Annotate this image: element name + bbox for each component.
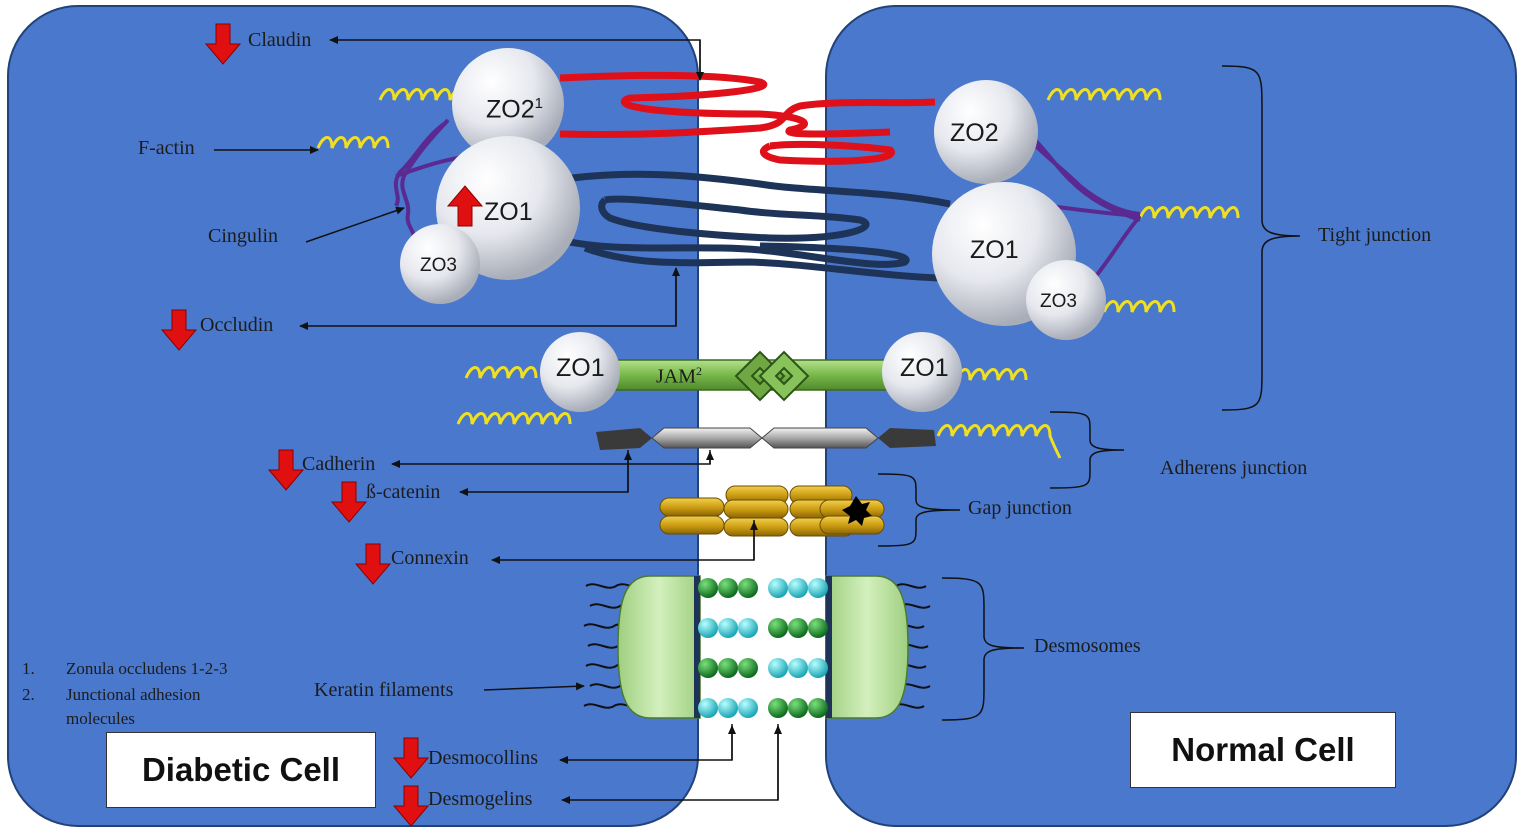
normal-cell-label: Normal Cell — [1130, 712, 1396, 788]
zo3-left-label: ZO3 — [420, 255, 457, 276]
connexin-down-arrow — [354, 543, 392, 585]
f-actin-label: F-actin — [138, 137, 195, 159]
beta-catenin-label: ß-catenin — [366, 481, 441, 503]
desmogelins-down-arrow — [392, 785, 430, 827]
jam-complex — [540, 332, 962, 412]
f-actin-filaments — [316, 88, 1240, 459]
zo2-right-label: ZO2 — [950, 119, 999, 147]
zo2-ball-right — [934, 80, 1038, 184]
normal-cell — [825, 5, 1517, 827]
desmosomes-label: Desmosomes — [1034, 635, 1141, 657]
desmosomes-bracket — [941, 577, 1025, 721]
desmosome-complex — [583, 575, 931, 719]
zo3-right-label: ZO3 — [1040, 291, 1077, 312]
cadherin-down-arrow — [267, 449, 305, 491]
occludin-down-arrow — [160, 309, 198, 351]
footnote-2-text-cont: molecules — [66, 709, 135, 728]
desmosome-plaque-left — [617, 575, 701, 719]
gap-junction-channels — [659, 485, 885, 537]
zo2-ball-left — [452, 48, 564, 160]
tight-junction-bracket — [1221, 65, 1301, 411]
adherens-junction-bracket — [1049, 411, 1125, 489]
regulation-arrows — [160, 23, 484, 827]
cadherin-label: Cadherin — [302, 453, 376, 475]
desmocollins-label: Desmocollins — [428, 747, 538, 769]
junction-brackets — [877, 65, 1301, 721]
zo3-ball-right — [1026, 260, 1106, 340]
desmocollins-down-arrow — [392, 737, 430, 779]
claudin-label: Claudin — [248, 29, 312, 51]
adherens-junction-label: Adherens junction — [1160, 457, 1308, 479]
desmosome-beads — [698, 578, 828, 718]
claudin-strands — [559, 71, 936, 165]
zo3-ball-left — [400, 224, 480, 304]
zo2-left-label: ZO21 — [486, 95, 543, 124]
zo1-jam-right-ball — [882, 332, 962, 412]
connexin-label: Connexin — [391, 547, 469, 569]
occludin-strands — [559, 170, 951, 282]
zo-proteins — [400, 48, 1106, 340]
keratin-connector — [483, 682, 585, 691]
gap-pore-icon — [842, 496, 872, 526]
cingulin-label: Cingulin — [208, 225, 279, 247]
cingulin-connector — [305, 206, 405, 243]
claudin-down-arrow — [204, 23, 242, 65]
tight-junction-label: Tight junction — [1318, 224, 1432, 246]
beta-catenin-down-arrow — [330, 481, 368, 523]
desmosome-plaque-right — [825, 575, 909, 719]
footnote-2-number: 2. — [22, 685, 35, 704]
diabetic-cell-label: Diabetic Cell — [106, 732, 376, 808]
zo1-jam-right-label: ZO1 — [900, 354, 949, 382]
footnote-1-number: 1. — [22, 659, 35, 678]
jam-label: JAM2 — [656, 364, 703, 388]
footnote-2-text: Junctional adhesion — [66, 685, 201, 704]
cadherin-complex — [596, 427, 936, 450]
desmogelins-label: Desmogelins — [428, 788, 533, 810]
zo1-right-label: ZO1 — [970, 236, 1019, 264]
keratin-label: Keratin filaments — [314, 679, 454, 701]
gap-junction-bracket — [877, 473, 961, 547]
gap-junction-label: Gap junction — [968, 497, 1072, 519]
zo1-left-label: ZO1 — [484, 198, 533, 226]
footnote-1-text: Zonula occludens 1-2-3 — [66, 659, 228, 678]
occludin-label: Occludin — [200, 314, 274, 336]
label-connectors — [214, 36, 782, 804]
zo1-jam-left-ball — [540, 332, 620, 412]
zo1-up-arrow — [446, 185, 484, 227]
zo1-jam-left-label: ZO1 — [556, 354, 605, 382]
